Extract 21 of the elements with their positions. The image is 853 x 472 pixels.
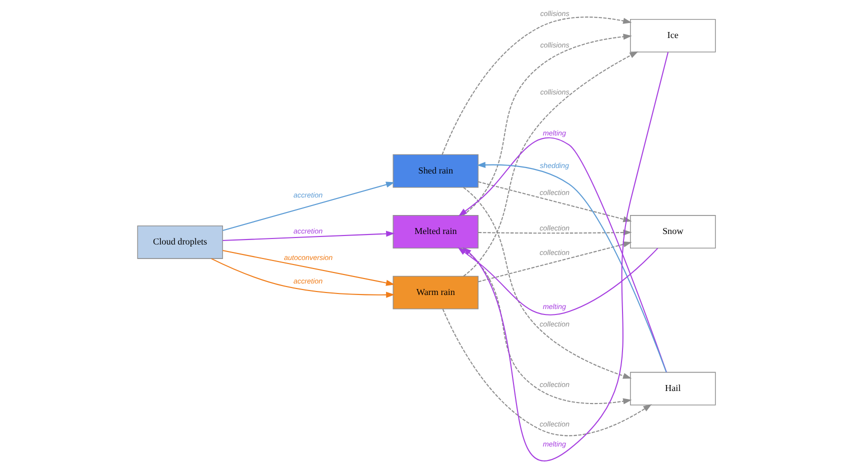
- arrow: [222, 250, 395, 286]
- arrow: [458, 247, 658, 316]
- arrow: [458, 137, 667, 372]
- arrow: [222, 182, 395, 231]
- node-box: Melted rain: [392, 215, 479, 248]
- arrow: [222, 230, 395, 242]
- arrow: [478, 241, 632, 282]
- arrow: [462, 248, 632, 404]
- arrow: [442, 308, 652, 436]
- arrow: [462, 52, 669, 461]
- arrow: [476, 162, 667, 372]
- arrow: [442, 16, 632, 155]
- arrow: [463, 51, 638, 277]
- node-box: Ice: [630, 18, 716, 52]
- node-box: Shed rain: [392, 154, 479, 188]
- node-box: Cloud droplets: [137, 226, 223, 259]
- node-box: Warm rain: [392, 276, 479, 310]
- arrow: [211, 258, 395, 298]
- node-box: Hail: [630, 372, 716, 406]
- arrow: [462, 34, 632, 216]
- node-box: Snow: [630, 215, 716, 248]
